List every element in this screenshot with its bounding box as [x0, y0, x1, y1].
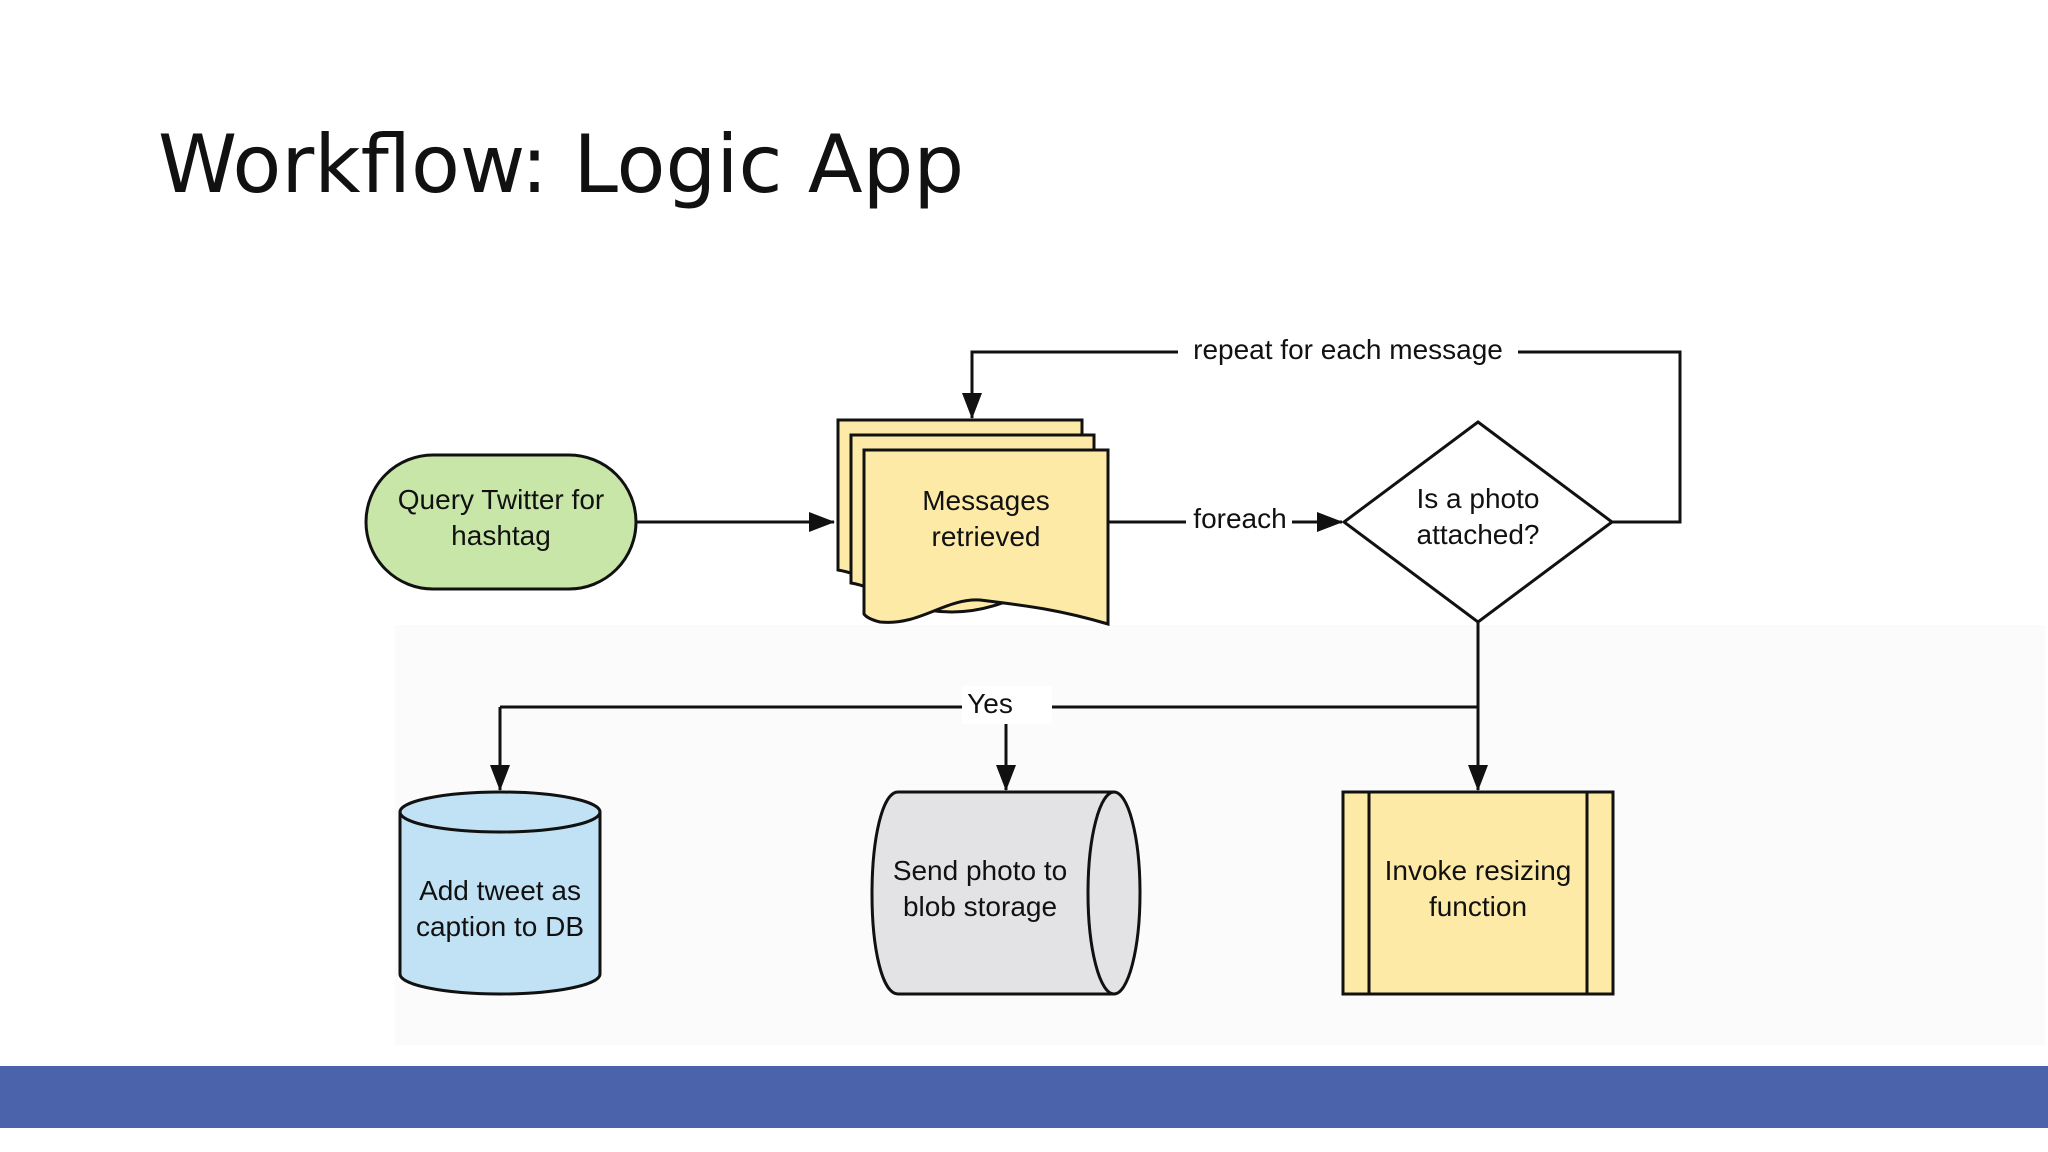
node-invoke-resizing: Invoke resizing function	[1341, 790, 1615, 996]
node-invoke-resizing-line1: Invoke resizing	[1385, 855, 1572, 886]
node-invoke-resizing-line2: function	[1429, 891, 1527, 922]
node-query-twitter-line1: Query Twitter for	[398, 484, 604, 515]
node-messages: Messages retrieved	[836, 418, 1110, 626]
footer-bar	[0, 1066, 2048, 1128]
yes-label-bg	[962, 686, 1052, 724]
node-send-photo-storage: Send photo to blob storage	[870, 790, 1142, 996]
slide-title: Workflow: Logic App	[158, 118, 965, 211]
yes-label: Yes	[967, 688, 1013, 719]
node-decision: Is a photo attached?	[1341, 420, 1615, 624]
node-add-tweet-line1: Add tweet as	[419, 875, 581, 906]
foreach-label-bg	[1186, 502, 1292, 540]
node-query-twitter-line2: hashtag	[451, 520, 551, 551]
node-add-tweet-db: Add tweet as caption to DB	[398, 790, 602, 996]
diagram-background	[395, 625, 2045, 1045]
node-decision-line2: attached?	[1417, 519, 1540, 550]
node-decision-line1: Is a photo	[1417, 483, 1540, 514]
node-send-photo-line1: Send photo to	[893, 855, 1067, 886]
node-add-tweet-line2: caption to DB	[416, 911, 584, 942]
node-send-photo-line2: blob storage	[903, 891, 1057, 922]
node-messages-line1: Messages	[922, 485, 1050, 516]
node-query-twitter: Query Twitter for hashtag	[364, 453, 638, 591]
repeat-label-bg	[1178, 332, 1518, 370]
workflow-diagram: foreach repeat for each message Yes Quer…	[364, 332, 2045, 1045]
repeat-label: repeat for each message	[1193, 334, 1503, 365]
foreach-label: foreach	[1193, 503, 1286, 534]
edge-repeat-loop	[962, 350, 1682, 524]
node-messages-line2: retrieved	[932, 521, 1041, 552]
